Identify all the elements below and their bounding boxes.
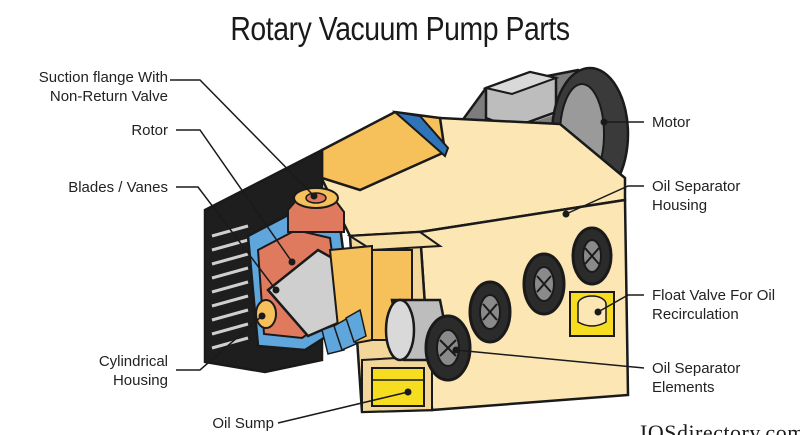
leader-dots	[258, 118, 608, 396]
label-oil-sump: Oil Sump	[212, 415, 274, 432]
label-oil-separator-elements-text: Oil Separator Elements	[652, 360, 741, 396]
separator-element-icon	[424, 314, 472, 382]
cooling-fins-icon	[211, 224, 249, 350]
oil-sump-shape	[361, 354, 433, 414]
housing-blue-strip	[391, 110, 450, 158]
pump-cutaway	[203, 147, 373, 374]
label-motor: Motor	[652, 114, 691, 131]
leader-oil-separator-housing	[565, 185, 644, 215]
label-oil-separator-housing-text: Oil Separator Housing	[652, 178, 741, 214]
diagram-title: Rotary Vacuum Pump Parts	[230, 10, 570, 47]
leader-lines	[170, 79, 645, 424]
leader-float-valve	[597, 294, 644, 313]
leader-rotor	[176, 129, 293, 263]
blades-vanes-shape	[321, 308, 367, 355]
label-rotor: Rotor	[131, 122, 168, 139]
label-cylindrical-housing: Cylindrical Housing	[99, 352, 168, 390]
leader-blades	[176, 186, 277, 291]
label-float-valve: Float Valve For Oil Recirculation	[652, 286, 775, 324]
label-cylindrical-housing-text: Cylindrical Housing	[98, 353, 168, 389]
label-blades-vanes: Blades / Vanes	[68, 179, 168, 196]
separator-element-icon	[522, 252, 566, 316]
float-valve-shape	[569, 291, 615, 337]
leader-oil-separator-elements	[455, 349, 645, 369]
label-suction-flange: Suction flange With Non-Return Valve	[39, 68, 168, 106]
label-oil-separator-elements: Oil Separator Elements	[652, 359, 740, 397]
label-oil-separator-housing: Oil Separator Housing	[652, 177, 740, 215]
label-float-valve-text: Float Valve For Oil Recirculation	[652, 287, 776, 323]
separator-element-icon	[571, 226, 613, 286]
separator-element-icon	[468, 280, 512, 344]
label-suction-flange-text: Suction flange With Non-Return Valve	[38, 69, 168, 105]
leader-cylindrical-housing	[176, 315, 263, 371]
leader-suction-flange	[170, 79, 315, 197]
suction-flange	[287, 187, 345, 233]
watermark: IQSdirectory.com	[640, 420, 800, 435]
leader-oil-sump	[277, 391, 409, 424]
